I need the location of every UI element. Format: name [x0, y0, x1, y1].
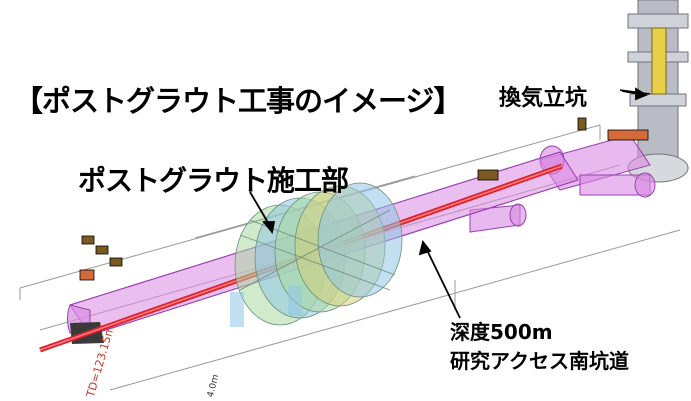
- diagram-title: 【ポストグラウト工事のイメージ】: [14, 84, 462, 118]
- section-signs: [79, 117, 649, 281]
- post-grout-fan: [230, 182, 403, 327]
- research-drift-label: 研究アクセス南坑道: [450, 349, 629, 373]
- post-grout-label: ポストグラウト施工部: [78, 164, 349, 197]
- depth-label: 深度500m: [450, 320, 553, 344]
- pointer-arrows: [249, 87, 649, 319]
- ventilation-shaft-label: 換気立坑: [499, 86, 588, 111]
